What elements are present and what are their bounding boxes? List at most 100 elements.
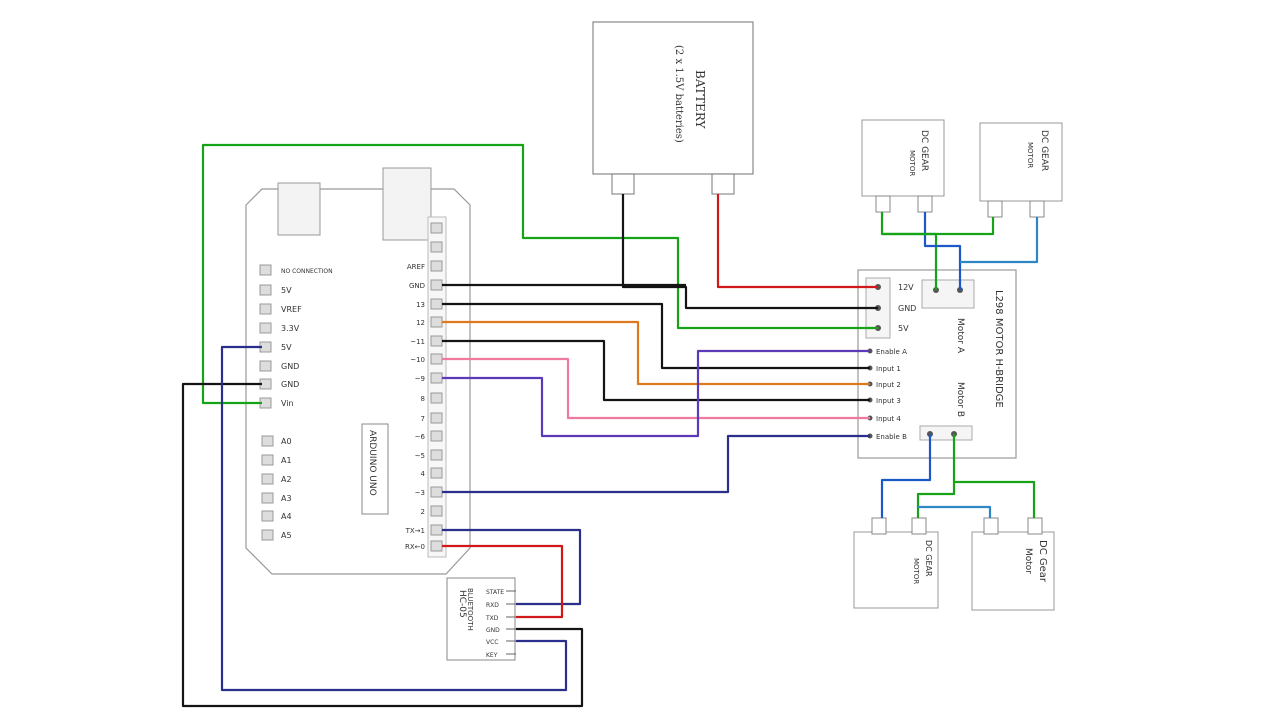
- analog-pin: [261, 510, 274, 522]
- header-pin: [259, 360, 272, 372]
- wire-motorB-1: [880, 434, 932, 518]
- power-jack: [382, 167, 432, 241]
- left-pin-label-4: 5V: [281, 343, 292, 352]
- arduino-label: ARDUINO UNO: [367, 430, 377, 496]
- pin-label-2: 13: [416, 301, 425, 309]
- bt-pin-3: GND: [486, 627, 500, 634]
- header-pin: [430, 430, 443, 442]
- pin-label-1: GND: [409, 282, 425, 290]
- motor-2-sub: MOTOR: [1026, 142, 1034, 168]
- header-pin: [430, 412, 443, 424]
- motor-a-label: Motor A: [955, 318, 965, 354]
- motor-1-sub: MOTOR: [908, 150, 916, 176]
- header-pin: [430, 392, 443, 404]
- pin-label-11: 4: [421, 470, 426, 478]
- motor-1: DC GEAR MOTOR: [861, 119, 945, 213]
- header-pin: [430, 524, 443, 536]
- header-pin: [259, 303, 272, 315]
- l298-driver: L298 MOTOR H-BRIDGE Motor A Motor B 12VG…: [857, 269, 1017, 459]
- bt-pin-4: VCC: [486, 639, 498, 646]
- motor-3-label: DC GEAR: [924, 540, 933, 577]
- header-pin: [259, 264, 272, 276]
- analog-pin: [261, 454, 274, 466]
- driver-ctrl-label-5: Enable B: [876, 433, 907, 441]
- motor-a-terminal: [921, 279, 975, 309]
- driver-title: L298 MOTOR H-BRIDGE: [993, 290, 1004, 408]
- header-pin: [430, 505, 443, 517]
- wire-bt-vcc: [220, 345, 568, 692]
- header-pin: [430, 486, 443, 498]
- pin-label-4: ~11: [410, 338, 425, 346]
- left-pin-label-7: Vin: [281, 399, 294, 408]
- left-pin-label-2: VREF: [281, 305, 302, 314]
- pin-label-15: RX←0: [405, 543, 425, 551]
- wire-motorA-green: [882, 217, 995, 236]
- motor-3: DC GEAR MOTOR: [853, 517, 939, 609]
- pin-label-8: 7: [421, 415, 425, 423]
- driver-ctrl-label-3: Input 3: [876, 397, 901, 405]
- header-pin: [259, 322, 272, 334]
- wire-pin9: [442, 349, 870, 438]
- driver-power-label-2: 5V: [898, 324, 909, 333]
- analog-pin: [261, 473, 274, 485]
- header-pin: [430, 222, 443, 234]
- bt-pin-1: RXD: [486, 602, 499, 609]
- wire-pin12: [442, 320, 870, 386]
- pin-label-13: 2: [421, 508, 425, 516]
- analog-label-5: A5: [281, 531, 292, 540]
- motor-b-label: Motor B: [955, 382, 965, 417]
- pin-label-9: ~6: [415, 433, 426, 441]
- analog-pin: [261, 435, 274, 447]
- left-pin-label-3: 3.3V: [281, 324, 300, 333]
- left-pin-label-6: GND: [281, 380, 299, 389]
- bt-pin-0: STATE: [486, 589, 504, 596]
- wire-battery-minus: [621, 194, 878, 310]
- wire-motorB-blue: [918, 505, 992, 518]
- header-pin: [430, 241, 443, 253]
- pin-label-5: ~10: [410, 356, 425, 364]
- header-pin: [430, 260, 443, 272]
- header-pin: [430, 279, 443, 291]
- header-pin: [430, 298, 443, 310]
- pin-label-0: AREF: [407, 263, 425, 271]
- pin-label-3: 12: [416, 319, 425, 327]
- motor-3-sub: MOTOR: [912, 558, 920, 584]
- motor-4-sub: Motor: [1023, 548, 1033, 574]
- wire-bt-gnd: [181, 382, 584, 708]
- pin-label-7: 8: [421, 395, 425, 403]
- wire-vin-to-5v: [201, 143, 878, 405]
- wire-pin5: [442, 434, 870, 494]
- usb-port: [277, 182, 321, 236]
- header-pin: [259, 284, 272, 296]
- bluetooth-name: HC-05: [457, 590, 467, 618]
- wire-motorA-2: [923, 212, 962, 290]
- wire-pin13: [442, 302, 870, 370]
- driver-ctrl-label-4: Input 4: [876, 415, 901, 423]
- driver-ctrl-label-1: Input 1: [876, 365, 901, 373]
- header-pin: [430, 353, 443, 365]
- left-pin-label-1: 5V: [281, 286, 292, 295]
- header-pin: [430, 540, 443, 552]
- analog-label-0: A0: [281, 437, 292, 446]
- analog-label-4: A4: [281, 512, 292, 521]
- wire-motorA-blue: [960, 217, 1039, 264]
- driver-ctrl-label-2: Input 2: [876, 381, 901, 389]
- left-pin-label-0: NO CONNECTION: [281, 268, 333, 275]
- motor-2-label: DC GEAR: [1039, 130, 1049, 171]
- wire-tx: [442, 528, 582, 606]
- analog-label-2: A2: [281, 475, 292, 484]
- motor-1-label: DC GEAR: [919, 130, 929, 171]
- bt-pin-2: TXD: [485, 615, 499, 622]
- header-pin: [430, 316, 443, 328]
- driver-power-label-0: 12V: [898, 283, 914, 292]
- motor-4: DC Gear Motor: [971, 517, 1055, 611]
- battery: BATTERY (2 x 1.5V batteries): [592, 21, 754, 195]
- pin-label-6: ~9: [415, 375, 425, 383]
- battery-subtitle: (2 x 1.5V batteries): [673, 45, 684, 143]
- bluetooth-type: BLUETOOTH: [466, 588, 474, 631]
- wires: [181, 143, 1039, 708]
- header-pin: [430, 335, 443, 347]
